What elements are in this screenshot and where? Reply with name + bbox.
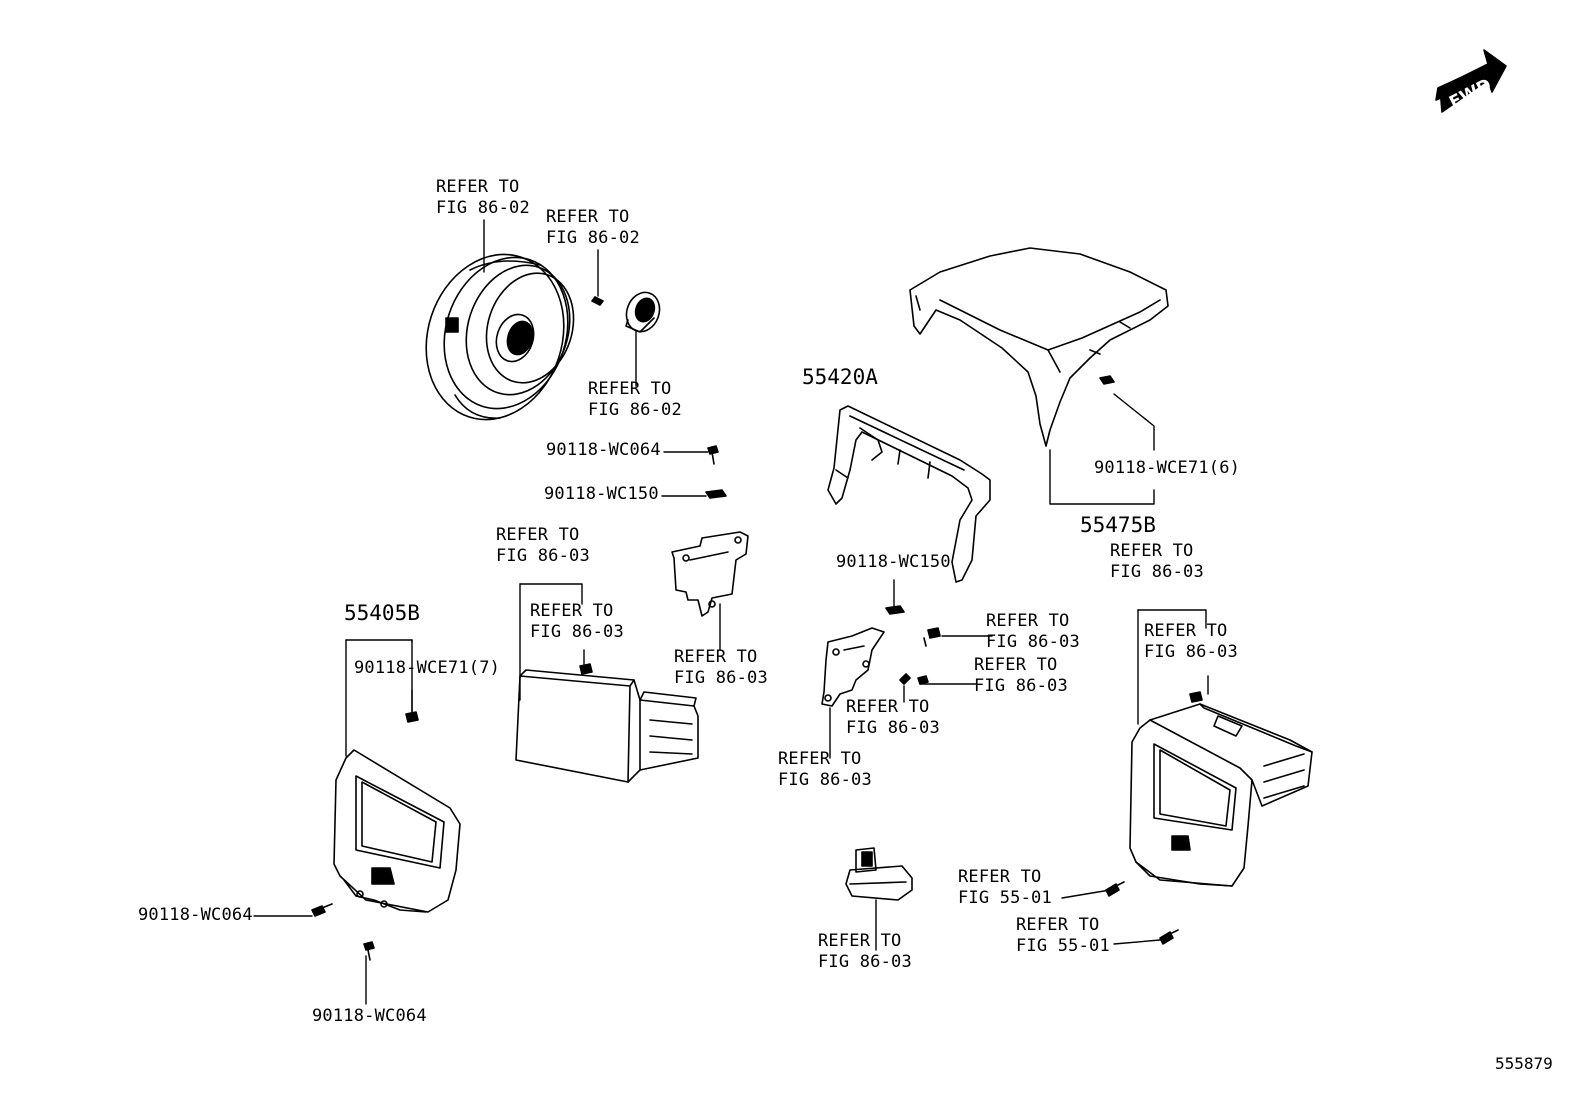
part-90118-wc150-center-label: 90118-WC150 <box>836 552 951 572</box>
figure-id-label: 555879 <box>1495 1054 1553 1073</box>
part-90118-wce71-7-label: 90118-WCE71(7) <box>354 658 501 678</box>
ref-line-1: REFER TO <box>974 655 1058 675</box>
ref-fig-86-03-display-clip-label: REFER TO FIG 86-03 <box>530 601 624 643</box>
ref-fig-86-03-switch-label: REFER TO FIG 86-03 <box>818 931 912 973</box>
ref-line-1: REFER TO <box>986 611 1070 631</box>
ref-line-1: REFER TO <box>530 601 614 621</box>
ref-fig-86-03-center-4-label: REFER TO FIG 86-03 <box>778 749 872 791</box>
clip-icon <box>885 605 905 615</box>
ref-line-1: REFER TO <box>1016 915 1100 935</box>
ref-line-1: REFER TO <box>436 177 520 197</box>
part-90118-wc064-bottom-left-label: 90118-WC064 <box>138 905 253 925</box>
ref-line-1: REFER TO <box>818 931 902 951</box>
ref-line-1: REFER TO <box>778 749 862 769</box>
ref-line-2: FIG 86-03 <box>1144 642 1238 662</box>
ref-fig-55-01-a-label: REFER TO FIG 55-01 <box>958 867 1052 909</box>
ref-line-2: FIG 86-03 <box>846 718 940 738</box>
tweeter-icon <box>591 291 661 333</box>
part-number-55475b: 55475B <box>1080 513 1156 537</box>
part-number-55420a: 55420A <box>802 365 878 389</box>
ref-line-2: FIG 86-03 <box>974 676 1068 696</box>
upper-cover-icon <box>909 247 1169 447</box>
ref-fig-86-03-center-2-label: REFER TO FIG 86-03 <box>974 655 1068 697</box>
fwd-arrow-icon: FWD <box>1435 49 1507 113</box>
ref-line-1: REFER TO <box>496 525 580 545</box>
ref-line-2: FIG 86-02 <box>588 400 682 420</box>
part-90118-wce71-6-label: 90118-WCE71(6) <box>1094 458 1241 478</box>
assembled-unit-icon <box>1129 691 1313 887</box>
ref-fig-86-03-right-label: REFER TO FIG 86-03 <box>1110 541 1204 583</box>
ref-line-1: REFER TO <box>546 207 630 227</box>
ref-line-2: FIG 86-03 <box>496 546 590 566</box>
part-90118-wc064-bottom-label: 90118-WC064 <box>312 1006 427 1026</box>
ref-line-2: FIG 86-03 <box>778 770 872 790</box>
ref-line-1: REFER TO <box>674 647 758 667</box>
ref-line-1: REFER TO <box>588 379 672 399</box>
ref-line-2: FIG 86-02 <box>546 228 640 248</box>
ref-line-2: FIG 86-03 <box>674 668 768 688</box>
ref-line-1: REFER TO <box>846 697 930 717</box>
ref-line-2: FIG 55-01 <box>1016 936 1110 956</box>
center-bracket-icon <box>821 627 885 707</box>
ref-fig-86-03-center-3-label: REFER TO FIG 86-03 <box>846 697 940 739</box>
ref-line-2: FIG 86-03 <box>530 622 624 642</box>
display-unit-icon <box>515 663 699 783</box>
speaker-icon <box>425 253 575 421</box>
screw-icon <box>899 627 941 685</box>
ref-line-2: FIG 86-03 <box>1110 562 1204 582</box>
ref-fig-86-03-bracket-label: REFER TO FIG 86-03 <box>674 647 768 689</box>
display-bracket-icon <box>671 531 749 617</box>
center-panel-icon <box>333 749 461 913</box>
ref-line-1: REFER TO <box>958 867 1042 887</box>
leader-lines <box>253 219 1209 1005</box>
ref-fig-86-03-display-label: REFER TO FIG 86-03 <box>496 525 590 567</box>
switch-icon <box>845 847 913 901</box>
ref-fig-55-01-b-label: REFER TO FIG 55-01 <box>1016 915 1110 957</box>
ref-fig-86-03-right-clip-label: REFER TO FIG 86-03 <box>1144 621 1238 663</box>
ref-line-2: FIG 86-03 <box>818 952 912 972</box>
ref-fig-86-02-tweeter-label: REFER TO FIG 86-02 <box>588 379 682 421</box>
screw-icon <box>311 711 419 961</box>
part-90118-wc150-left-label: 90118-WC150 <box>544 484 659 504</box>
ref-line-2: FIG 86-03 <box>986 632 1080 652</box>
ref-line-2: FIG 55-01 <box>958 888 1052 908</box>
ref-line-1: REFER TO <box>1144 621 1228 641</box>
ref-fig-86-03-center-1-label: REFER TO FIG 86-03 <box>986 611 1080 653</box>
ref-fig-86-02-speaker-label: REFER TO FIG 86-02 <box>436 177 530 219</box>
clip-icon <box>705 489 727 499</box>
bezel-frame-icon <box>827 405 991 583</box>
ref-line-2: FIG 86-02 <box>436 198 530 218</box>
screw-icon <box>707 445 719 465</box>
part-number-55405b: 55405B <box>344 601 420 625</box>
ref-line-1: REFER TO <box>1110 541 1194 561</box>
ref-fig-86-02-tweeter-screw-label: REFER TO FIG 86-02 <box>546 207 640 249</box>
screw-icon <box>1105 881 1179 945</box>
part-90118-wc064-top-label: 90118-WC064 <box>546 440 661 460</box>
